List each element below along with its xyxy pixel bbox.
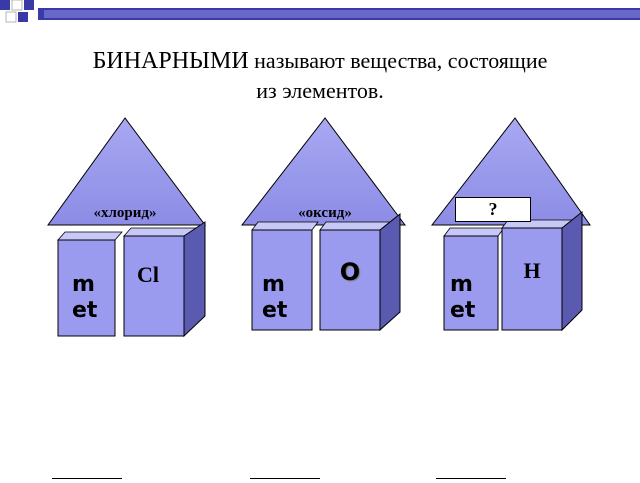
house-3-met: m et [450, 272, 475, 324]
title-line1: называют вещества, состоящие [248, 48, 548, 73]
bottom-stub-3 [436, 478, 506, 483]
house-1-roof-label: «хлорид» [93, 205, 157, 221]
title-caps: БИНАРНЫМИ [92, 48, 249, 74]
house-2-wall-left [251, 229, 313, 331]
house-1-element: Cl [137, 262, 159, 287]
house-2-met-top: m [262, 272, 285, 297]
title-line2: из элементов. [256, 78, 384, 103]
house-1-met-bottom: et [72, 298, 98, 323]
house-1 [47, 117, 206, 338]
house-1-met: m et [72, 272, 97, 324]
corner-decoration [0, 0, 640, 23]
house-3-met-bottom: et [450, 298, 476, 323]
bottom-stub-2 [250, 478, 320, 483]
house-2-met-bottom: et [262, 298, 288, 323]
house-1-met-top: m [72, 272, 95, 297]
house-2 [240, 117, 406, 332]
page-title: БИНАРНЫМИ называют вещества, состоящие и… [0, 46, 640, 106]
house-2-met: m et [262, 272, 287, 324]
bottom-stub-1 [52, 478, 122, 483]
house-1-wall-right [123, 235, 185, 337]
house-2-roof-label: «оксид» [298, 205, 352, 221]
house-3-element: H [523, 258, 541, 283]
house-3-wall-right [501, 227, 563, 331]
house-1-roof [47, 117, 206, 226]
house-3-met-top: m [450, 272, 473, 297]
question-box[interactable]: ? [455, 197, 531, 222]
house-2-wall-right [319, 229, 381, 331]
house-2-element: O [339, 258, 361, 286]
house-3-wall-left [443, 235, 499, 331]
house-1-wall-left [57, 239, 116, 337]
